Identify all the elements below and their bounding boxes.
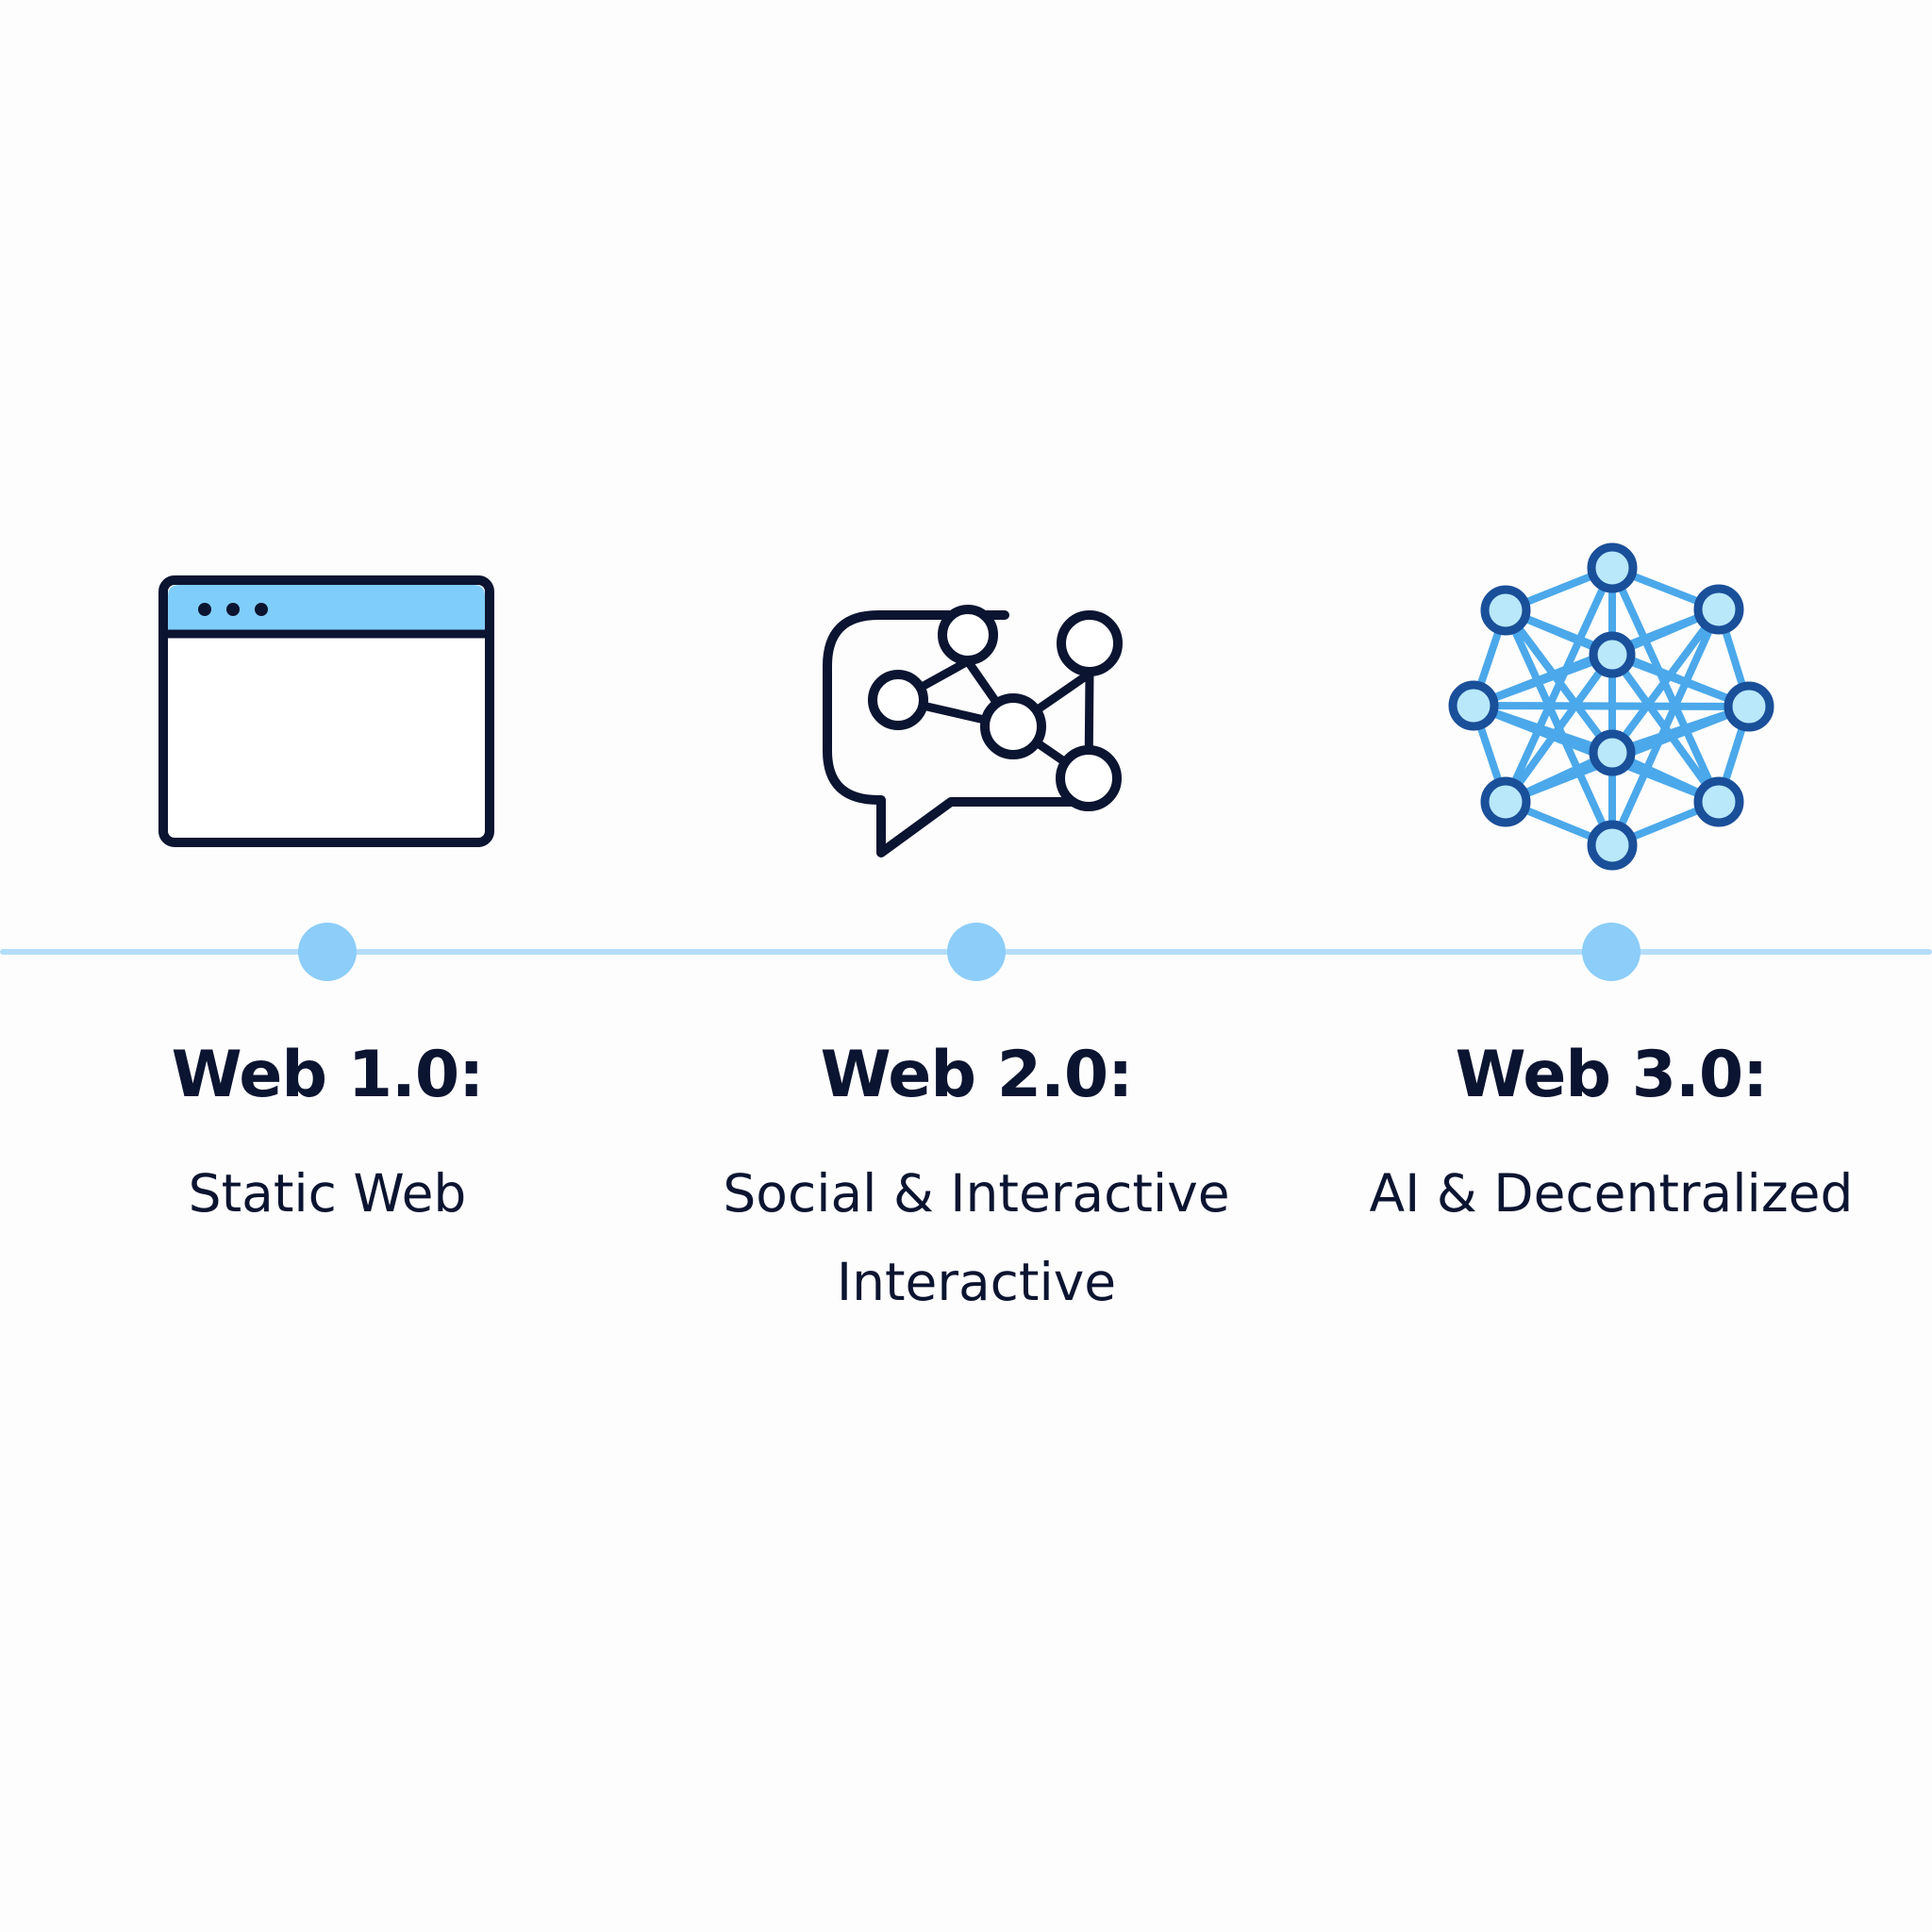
timeline-stage-web2: Web 2.0: Social & Interactive Interactiv… xyxy=(675,528,1278,1377)
timeline-stage-web3: Web 3.0: AI & Decentralized xyxy=(1309,528,1913,1377)
stage-title: Web 2.0: xyxy=(820,1038,1134,1112)
chat-network-icon xyxy=(823,528,1127,887)
browser-window-icon xyxy=(158,528,494,887)
neural-network-icon xyxy=(1448,528,1774,887)
timeline-dot xyxy=(947,923,1006,981)
stage-subtitle: AI & Decentralized xyxy=(1369,1163,1854,1224)
stage-title: Web 1.0: xyxy=(171,1038,485,1112)
stage-title: Web 3.0: xyxy=(1455,1038,1769,1112)
timeline-dot xyxy=(298,923,357,981)
timeline-stage-web1: Web 1.0: Static Web xyxy=(25,528,629,1377)
stage-subtitle: Static Web xyxy=(188,1163,467,1224)
timeline-dot xyxy=(1582,923,1641,981)
stage-subtitle: Social & Interactive Interactive xyxy=(723,1163,1230,1312)
